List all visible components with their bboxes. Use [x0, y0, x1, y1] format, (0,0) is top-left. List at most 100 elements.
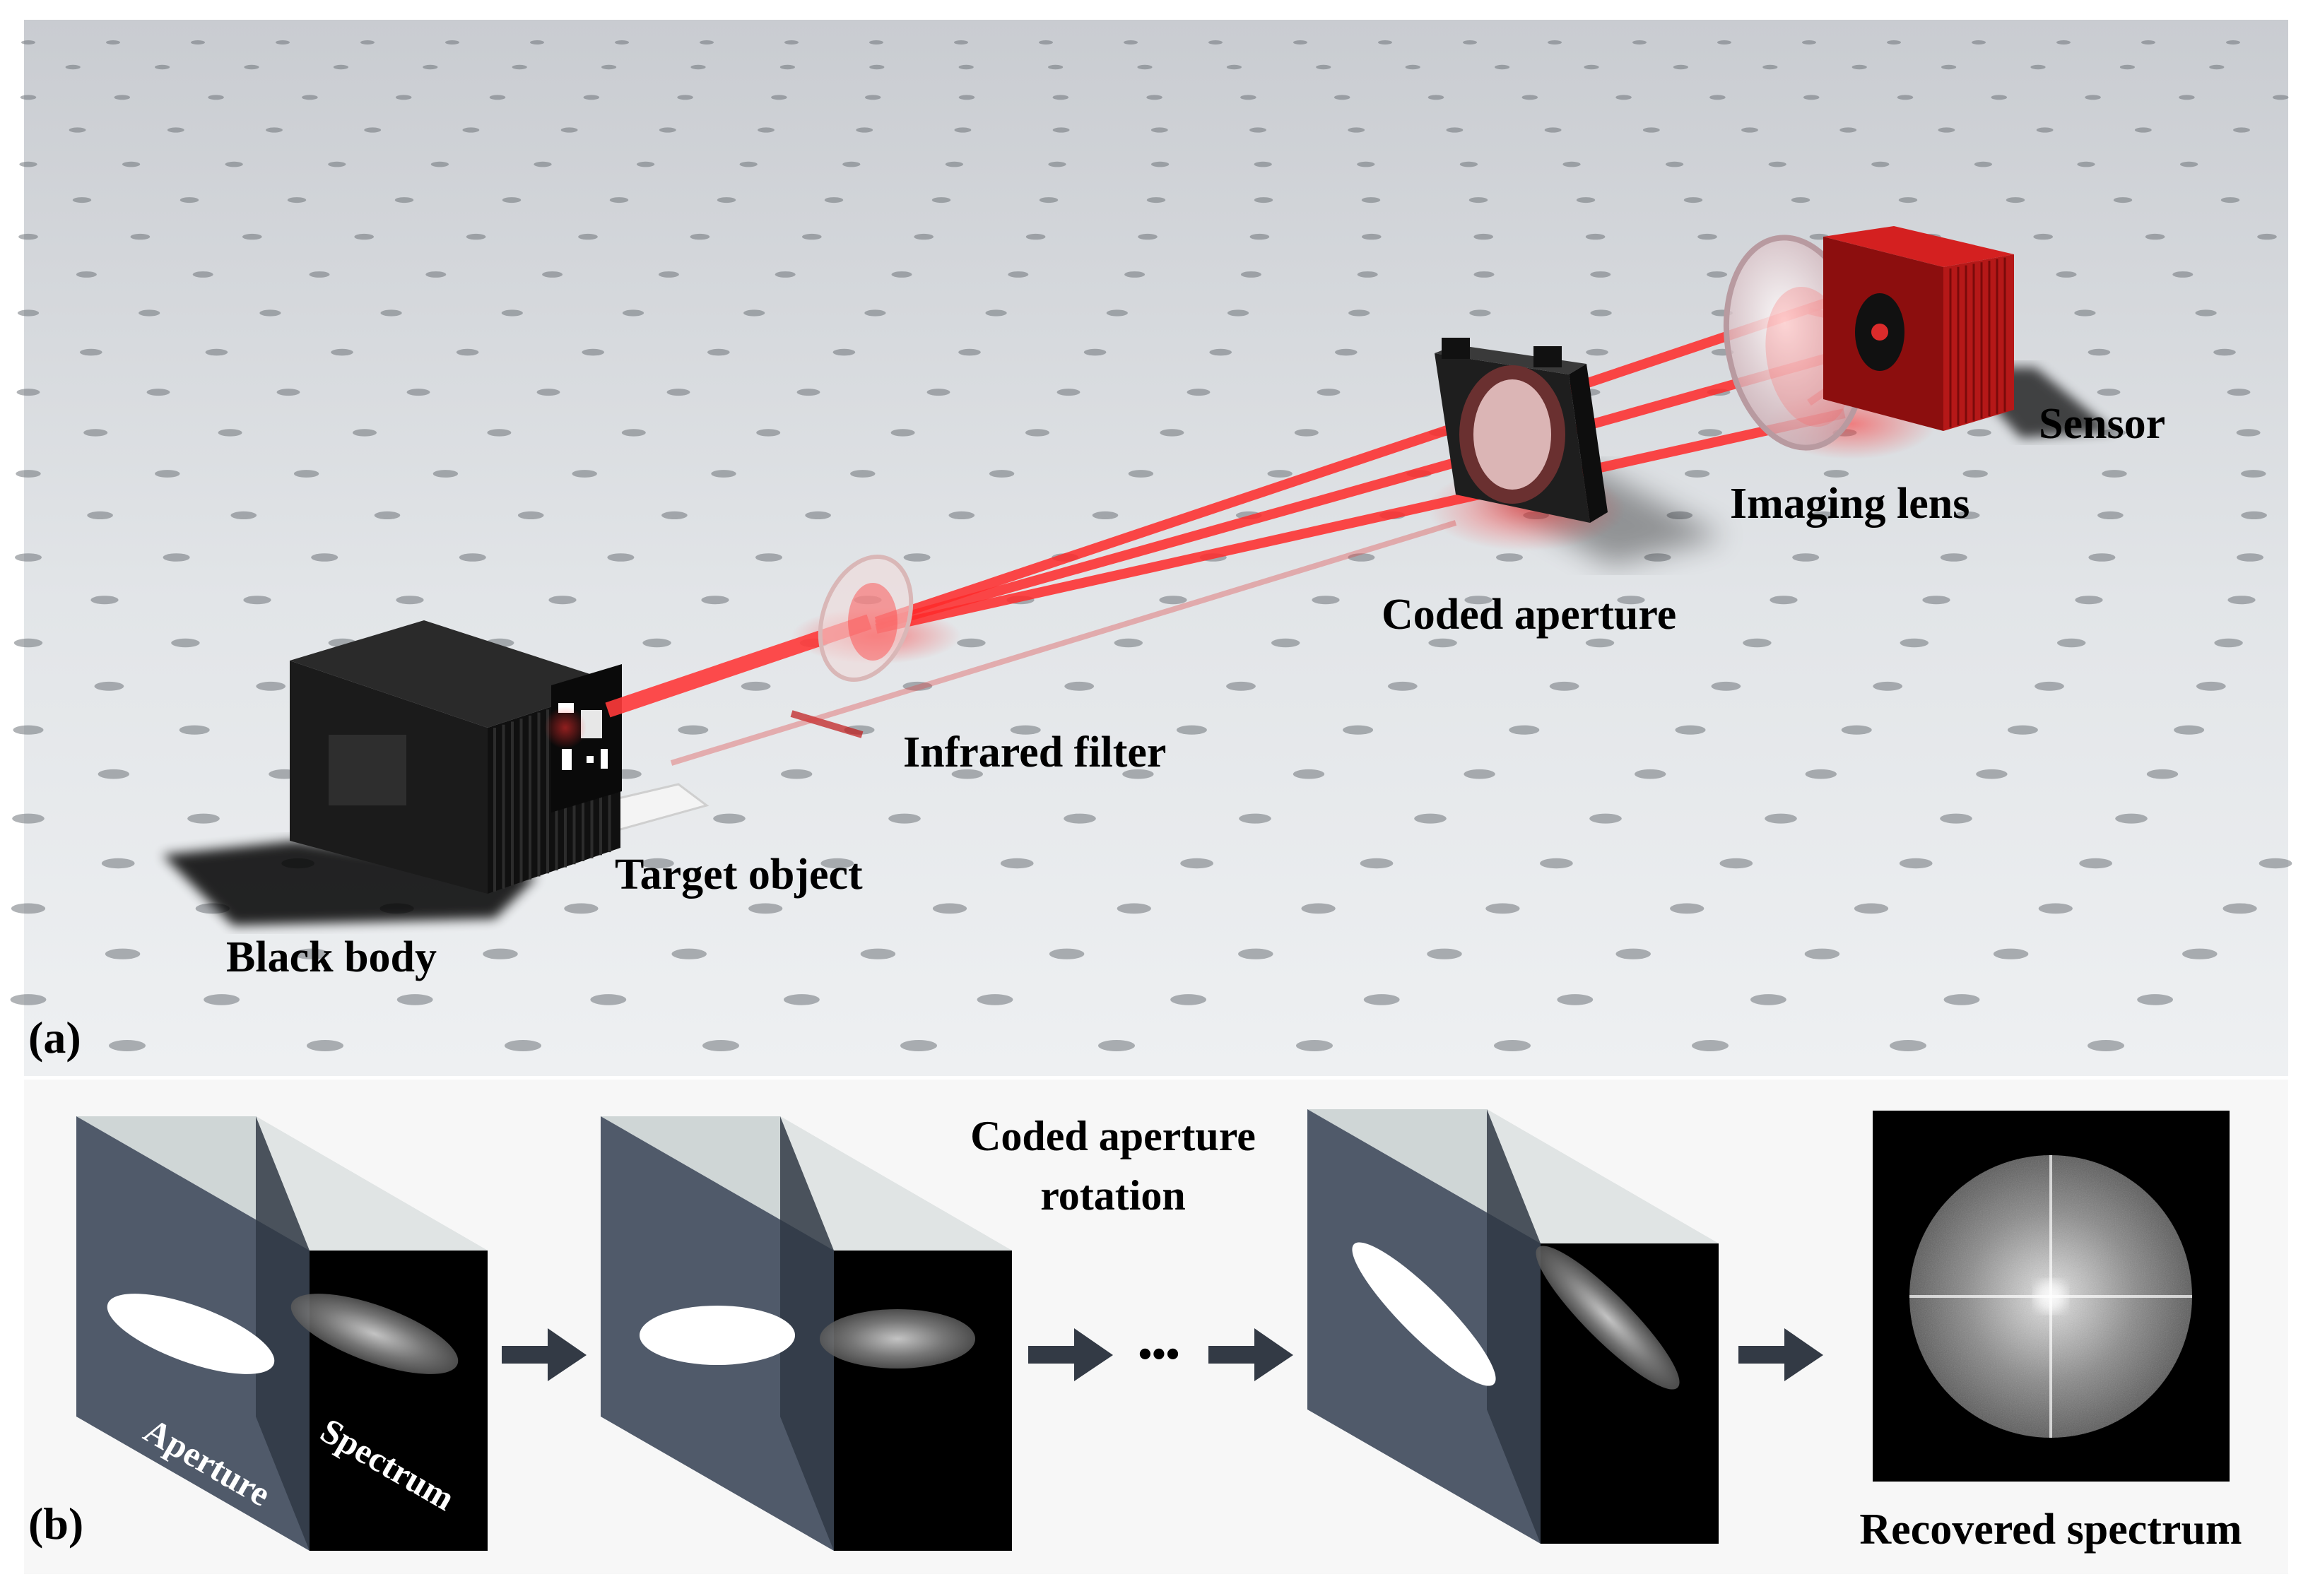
table-hole [1428, 638, 1457, 648]
table-hole [1642, 127, 1660, 133]
table-hole [1590, 271, 1611, 278]
table-hole [951, 769, 984, 779]
table-hole [1464, 596, 1492, 605]
arrow-4 [1738, 1328, 1823, 1381]
table-hole [1967, 429, 1991, 437]
table-hole [824, 197, 844, 203]
table-hole [1495, 64, 1510, 70]
table-hole [1670, 903, 1704, 914]
table-hole [1562, 161, 1581, 167]
table-hole [432, 470, 459, 478]
table-hole [743, 309, 765, 317]
table-hole [146, 389, 170, 396]
table-hole [16, 389, 40, 396]
table-hole [466, 233, 486, 240]
table-hole [1249, 127, 1266, 133]
table-hole [2145, 233, 2165, 240]
table-hole [2102, 470, 2127, 478]
table-hole [2036, 127, 2054, 133]
table-hole [1804, 948, 1840, 959]
table-hole [820, 858, 854, 869]
table-hole [1851, 64, 1867, 70]
table-hole [1427, 948, 1462, 959]
table-hole [914, 233, 934, 240]
table-hole [502, 197, 522, 203]
table-hole [1976, 769, 2008, 779]
table-hole [2220, 197, 2240, 203]
table-hole [2214, 638, 2243, 648]
table-hole [394, 197, 414, 203]
table-hole [1348, 553, 1375, 562]
table-hole [690, 64, 706, 70]
table-hole [642, 638, 671, 648]
table-hole [1791, 197, 1811, 203]
table-hole [860, 948, 896, 959]
table-hole [869, 40, 883, 45]
table-hole [707, 348, 730, 356]
table-hole [19, 161, 37, 167]
table-hole [2146, 769, 2179, 779]
table-hole [958, 64, 974, 70]
table-hole [775, 271, 796, 278]
filter-highlight [848, 583, 897, 661]
table-hole [1170, 994, 1206, 1005]
sensor-spot [1871, 324, 1888, 341]
table-hole [1025, 429, 1049, 437]
box-1-edge [256, 1116, 310, 1551]
table-hole [1348, 309, 1370, 317]
table-hole [1293, 40, 1307, 45]
table-hole [2056, 271, 2077, 278]
table-hole [259, 309, 281, 317]
table-hole [1974, 161, 1992, 167]
table-hole [1357, 271, 1378, 278]
table-hole [76, 271, 97, 278]
table-hole [364, 127, 382, 133]
table-hole [958, 348, 981, 356]
arrow-1 [502, 1328, 587, 1381]
table-hole [2195, 309, 2217, 317]
label-infrared-filter: Infrared filter [903, 728, 1166, 776]
target-glow [544, 707, 587, 749]
table-hole [512, 64, 527, 70]
table-hole [2079, 858, 2113, 869]
table-hole [1357, 161, 1375, 167]
table-hole [2174, 725, 2205, 735]
table-hole [192, 271, 213, 278]
rotation-label-line1: Coded aperture [970, 1113, 1256, 1159]
table-hole [1707, 271, 1728, 278]
table-hole [957, 638, 986, 648]
table-hole [1146, 95, 1162, 100]
table-hole [15, 553, 42, 562]
table-hole [931, 197, 951, 203]
table-hole [122, 161, 141, 167]
table-hole [741, 681, 771, 691]
table-hole [459, 553, 486, 562]
table-hole [1743, 638, 1772, 648]
table-hole [11, 903, 46, 914]
table-hole [1890, 1040, 1926, 1051]
table-hole [1473, 271, 1495, 278]
table-hole [1615, 948, 1651, 959]
table-hole [256, 681, 286, 691]
table-hole [1271, 638, 1300, 648]
table-hole [572, 470, 597, 478]
table-hole [1993, 948, 2029, 959]
table-hole [615, 40, 629, 45]
table-hole [583, 95, 600, 100]
table-hole [1509, 725, 1540, 735]
table-hole [333, 64, 348, 70]
label-coded-aperture: Coded aperture [1382, 591, 1676, 639]
table-hole [1128, 470, 1154, 478]
table-hole [2030, 64, 2046, 70]
table-hole [311, 553, 338, 562]
table-hole [534, 161, 552, 167]
table-hole [1254, 161, 1272, 167]
table-hole [902, 681, 933, 691]
table-hole [771, 95, 787, 100]
table-hole [582, 348, 604, 356]
table-hole [1666, 161, 1684, 167]
table-hole [1151, 161, 1170, 167]
table-hole [2196, 681, 2226, 691]
table-hole [2241, 511, 2267, 520]
table-hole [1010, 725, 1041, 735]
